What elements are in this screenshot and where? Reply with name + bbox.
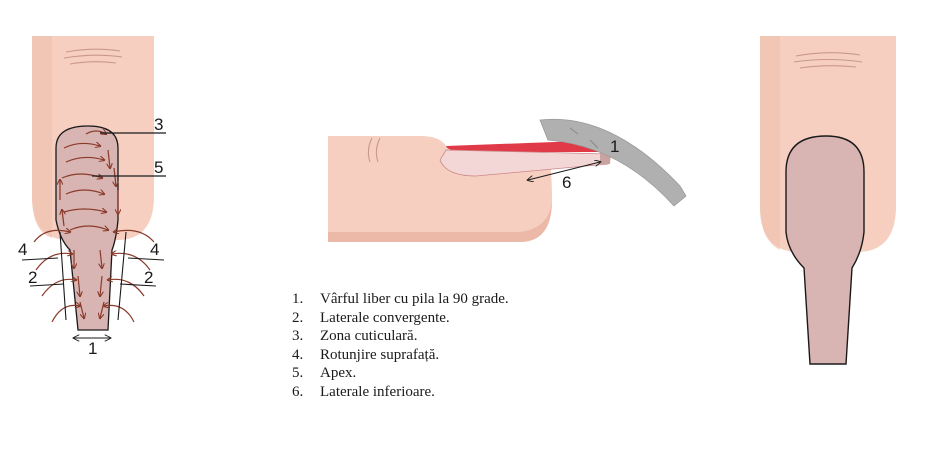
legend-item-text: Laterale inferioare. xyxy=(320,383,435,400)
left-finger-shading xyxy=(32,36,52,238)
left-knuckle-lines xyxy=(63,48,123,65)
middle-callout-6-label: 6 xyxy=(562,173,571,192)
legend-item-number: 5. xyxy=(292,365,304,381)
legend-item-text: Laterale convergente. xyxy=(320,309,450,326)
callout-2-left-label: 2 xyxy=(28,268,37,287)
right-finger-diagram xyxy=(760,36,896,365)
legend-item-number: 6. xyxy=(292,383,304,400)
callout-6-arrow xyxy=(528,162,600,180)
callout-3-label: 3 xyxy=(154,115,163,134)
left-side-lines xyxy=(21,231,165,321)
legend-item: 5. Apex. xyxy=(292,364,509,383)
callout-4-right-label: 4 xyxy=(150,240,159,259)
callout-2-right-label: 2 xyxy=(144,268,153,287)
middle-finger-diagram: 1 6 xyxy=(328,118,687,242)
left-flow-arrows xyxy=(33,131,155,323)
legend-item-text: Vârful liber cu pila la 90 grade. xyxy=(320,291,509,307)
legend-item: 3. Zona cuticulară. xyxy=(292,327,509,346)
legend-item: 1. Vârful liber cu pila la 90 grade. xyxy=(292,290,509,309)
nail-file xyxy=(539,118,687,207)
middle-finger-underside xyxy=(328,200,552,242)
nail-file-marks xyxy=(569,127,599,149)
right-knuckle-lines xyxy=(793,52,863,69)
callout-1-label: 1 xyxy=(88,339,97,358)
legend-item: 4. Rotunjire suprafață. xyxy=(292,346,509,365)
middle-callout-1-label: 1 xyxy=(610,137,619,156)
legend-item-text: Apex. xyxy=(320,365,357,381)
legend-list: 1. Vârful liber cu pila la 90 grade. 2. La… xyxy=(292,290,509,401)
legend-item: 2. Laterale convergente. xyxy=(292,309,509,328)
legend-item: 6. Laterale inferioare. xyxy=(292,383,509,402)
right-finger-shading xyxy=(760,36,780,250)
legend-item-number: 3. xyxy=(292,328,304,344)
legend-item-number: 4. xyxy=(292,346,304,363)
legend-item-text: Rotunjire suprafață. xyxy=(320,346,440,363)
legend-item-text: Zona cuticulară. xyxy=(320,328,418,344)
callout-4-left-label: 4 xyxy=(18,240,27,259)
callout-5-label: 5 xyxy=(154,158,163,177)
legend-item-number: 1. xyxy=(292,291,304,307)
right-nail xyxy=(785,135,865,365)
middle-knuckle-lines xyxy=(367,137,381,163)
legend-item-number: 2. xyxy=(292,309,304,326)
left-finger-diagram: 3 5 4 4 2 2 1 xyxy=(18,36,166,358)
